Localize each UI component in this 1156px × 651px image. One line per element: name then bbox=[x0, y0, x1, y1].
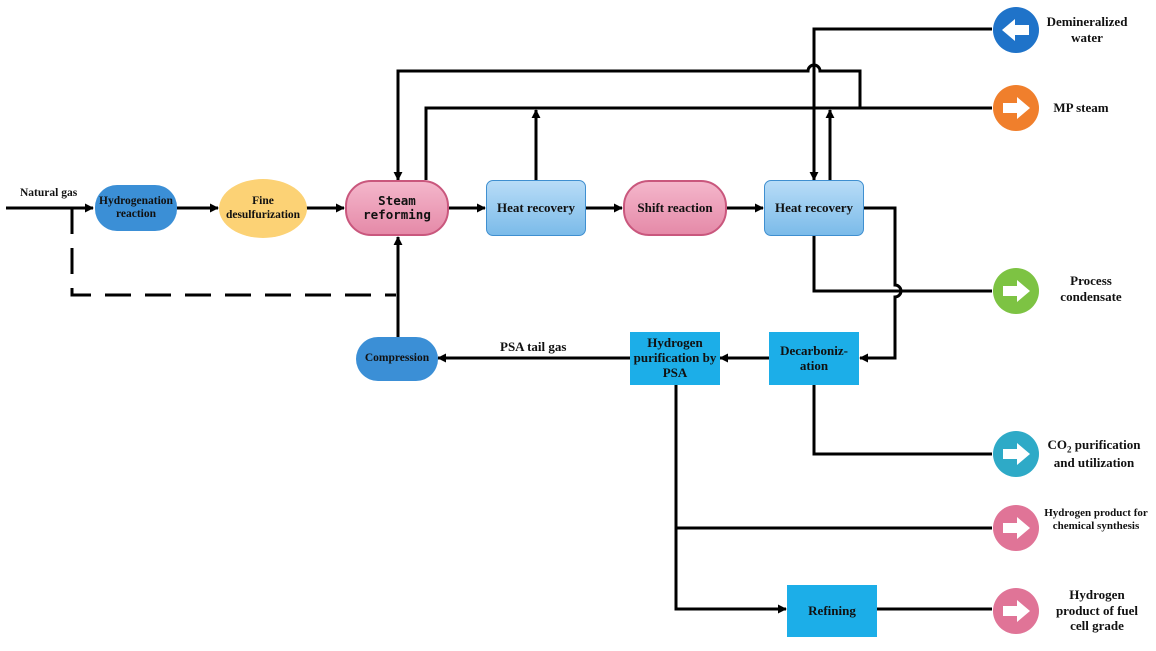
heat2-to-decarbonization bbox=[859, 206, 903, 363]
refining-node: Refining bbox=[787, 585, 877, 637]
arrow-right-icon bbox=[1003, 280, 1030, 302]
compression-label: Compression bbox=[364, 352, 430, 365]
co2-indicator bbox=[993, 431, 1039, 477]
arrow-right-icon bbox=[1003, 97, 1030, 119]
hydrogenation-label: Hydrogenation reaction bbox=[99, 194, 173, 220]
shift-reaction-node: Shift reaction bbox=[623, 180, 727, 236]
demin-water-line bbox=[809, 27, 992, 181]
process-condensate-label: Process condensate bbox=[1060, 273, 1122, 304]
mp-steam-indicator bbox=[993, 85, 1039, 131]
hydrogen-fuel-cell-indicator bbox=[993, 588, 1039, 634]
arrow-right-icon bbox=[1003, 517, 1030, 539]
psa-label: Hydrogen purification by PSA bbox=[633, 335, 717, 380]
co2-prefix: CO bbox=[1047, 437, 1068, 452]
arrow-left-icon bbox=[1002, 19, 1029, 41]
hydrogen-chemical-indicator bbox=[993, 505, 1039, 551]
fine-desulfurization-node: Fine desulfurization bbox=[219, 179, 307, 238]
process-condensate-indicator bbox=[993, 268, 1039, 314]
natural-gas-label: Natural gas bbox=[20, 187, 78, 199]
refining-label: Refining bbox=[808, 602, 856, 618]
heat-recovery-1-label: Heat recovery bbox=[496, 199, 576, 215]
hydrogenation-reaction-node: Hydrogenation reaction bbox=[95, 185, 177, 231]
mp-steam-label: MP steam bbox=[1053, 100, 1109, 115]
co2-label: CO2 purification and utilization bbox=[1042, 437, 1146, 471]
psa-tail-gas-label: PSA tail gas bbox=[500, 339, 567, 354]
condensate-line bbox=[812, 236, 992, 293]
decarbonization-node: Decarboniz-ation bbox=[769, 332, 859, 385]
arrow-right-icon bbox=[1003, 600, 1030, 622]
decarbonization-label: Decarboniz-ation bbox=[780, 342, 848, 373]
steam-reforming-node: Steam reforming bbox=[345, 180, 449, 236]
natural-gas-bypass-dashed bbox=[70, 208, 396, 297]
demineralized-water-label: Demineralized water bbox=[1046, 14, 1128, 45]
mp-steam-line bbox=[424, 106, 992, 180]
heat-recovery-1-node: Heat recovery bbox=[486, 180, 586, 236]
steam-reforming-label: Steam reforming bbox=[363, 192, 431, 222]
arrow-right-icon bbox=[1003, 443, 1030, 465]
hydrogen-fuel-cell-label: Hydrogen product of fuel cell grade bbox=[1055, 587, 1139, 634]
co2-line bbox=[812, 385, 992, 456]
heat-recovery-2-label: Heat recovery bbox=[774, 199, 854, 215]
psa-node: Hydrogen purification by PSA bbox=[630, 332, 720, 385]
heat-recovery-2-node: Heat recovery bbox=[764, 180, 864, 236]
fine-desulfurization-label: Fine desulfurization bbox=[225, 195, 301, 221]
co2-suffix: purification and utilization bbox=[1053, 437, 1141, 471]
steam-loop-to-reforming bbox=[393, 63, 862, 181]
hydrogen-chemical-label: Hydrogen product for chemical synthesis bbox=[1044, 507, 1148, 533]
psa-down-line bbox=[674, 385, 787, 614]
compression-node: Compression bbox=[356, 337, 438, 381]
demineralized-water-indicator bbox=[993, 7, 1039, 53]
shift-reaction-label: Shift reaction bbox=[637, 199, 713, 215]
co2-subscript: 2 bbox=[1067, 444, 1072, 455]
